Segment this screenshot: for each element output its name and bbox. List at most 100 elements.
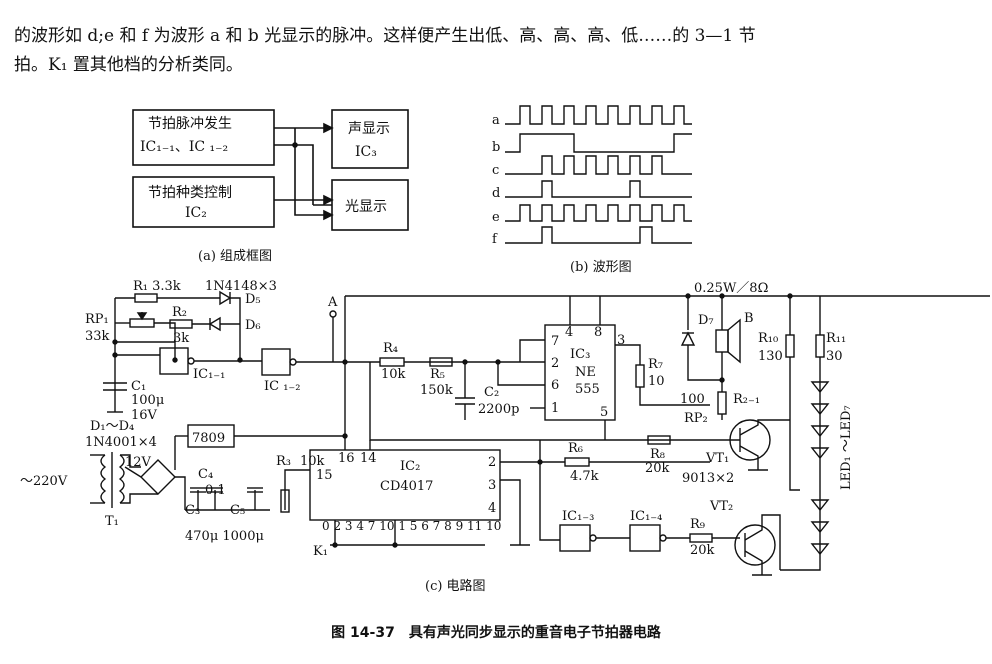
label-d1d4: D₁～D₄	[90, 419, 134, 434]
label-rp1-val: 33k	[85, 329, 110, 344]
label-r7-val: 10	[648, 374, 665, 389]
label-rp-val: 100	[680, 392, 705, 407]
r9-resistor	[689, 533, 713, 543]
r6-resistor	[564, 457, 590, 467]
block-sound-display	[331, 109, 409, 169]
label-ic2-p4: 4	[488, 501, 496, 516]
label-d7: D₇	[698, 313, 714, 328]
label-node-a: A	[327, 295, 338, 310]
ic1-4-gate	[629, 524, 661, 552]
label-ne: NE	[575, 365, 596, 380]
speaker-b	[715, 329, 729, 353]
label-v12: 12V	[125, 455, 152, 470]
label-r10-val: 130	[758, 349, 783, 364]
label-ic3: IC₃	[570, 347, 590, 362]
label-v220: ～220V	[20, 474, 68, 489]
label-p5: 5	[600, 405, 608, 420]
k1-switch[interactable]	[330, 520, 485, 548]
label-led: LED₁ ～LED₇	[839, 405, 854, 490]
label-t1: T₁	[105, 514, 119, 529]
block-type-control	[132, 176, 275, 228]
wave-label-e: e	[492, 210, 500, 225]
d6-diode	[208, 316, 221, 332]
label-vt1: VT₁	[705, 451, 729, 466]
ic1-3-gate	[559, 524, 591, 552]
ic2-cd4017	[309, 449, 501, 521]
label-c2-val: 2200p	[478, 402, 519, 417]
r2-resistor	[169, 319, 193, 329]
label-p8: 8	[594, 325, 602, 340]
label-p7: 7	[551, 334, 559, 349]
label-p2: 2	[551, 356, 559, 371]
d7-diode	[680, 331, 696, 346]
label-r5: R₅	[430, 367, 445, 382]
label-d5: D₅	[245, 292, 261, 307]
rp2-pot	[717, 391, 727, 415]
label-r7: R₇	[648, 357, 663, 372]
label-trans: 9013×2	[682, 471, 734, 486]
label-r10: R₁₀	[758, 331, 778, 346]
label-ic2-p2: 2	[488, 455, 496, 470]
r1-resistor	[134, 293, 158, 303]
label-r6-val: 4.7k	[570, 469, 599, 484]
label-r1: R₁ 3.3k	[133, 279, 181, 294]
label-p6: 6	[551, 378, 559, 393]
wave-d	[505, 180, 692, 198]
label-k1: K₁	[313, 544, 328, 559]
label-ic2-p15: 15	[316, 468, 333, 483]
label-c4: C₄	[198, 467, 213, 482]
label-ic2-p16: 16	[338, 451, 355, 466]
label-rp2: RP₂	[684, 411, 708, 426]
label-rp1: RP₁	[85, 312, 109, 327]
label-r9-val: 20k	[690, 543, 715, 558]
r7-resistor	[635, 364, 645, 388]
label-c4-val: 0.1	[205, 483, 226, 498]
label-c1-val1: 100μ	[131, 393, 164, 408]
label-c3: C₃	[185, 503, 200, 518]
label-d6: D₆	[245, 318, 261, 333]
wave-label-f: f	[492, 232, 498, 247]
transformer-t1	[100, 454, 107, 504]
box3-line2: IC₃	[355, 144, 377, 160]
label-r8: R₈	[650, 447, 665, 462]
box2-line2: IC₂	[185, 205, 207, 221]
wave-f	[505, 226, 692, 244]
label-r8-val: 20k	[645, 461, 670, 476]
label-vt2: VT₂	[709, 499, 733, 514]
wave-label-b: b	[492, 140, 500, 155]
wave-label-c: c	[492, 163, 499, 178]
wave-c	[505, 155, 692, 175]
block-caption: (a) 组成框图	[198, 249, 272, 264]
label-r3-val: 10k	[300, 454, 325, 469]
label-r2: R₂	[172, 305, 187, 320]
paragraph-line-1: 的波形如 d;e 和 f 为波形 a 和 b 光显示的脉冲。这样便产生出低、高、…	[14, 26, 756, 46]
wave-b	[505, 133, 692, 153]
label-r9: R₉	[690, 517, 705, 532]
label-c1: C₁	[131, 379, 146, 394]
label-k-pins: 0 2 3 4 7 10 1 5 6 7 8 9 11 10	[322, 519, 501, 533]
r5-resistor	[429, 357, 453, 367]
led-chain	[780, 381, 830, 571]
ic1-2-gate	[261, 348, 291, 376]
r11-resistor	[815, 334, 825, 358]
label-r2-val: 3k	[173, 331, 189, 346]
label-r11-val: 30	[826, 349, 843, 364]
box3-line1: 声显示	[348, 121, 390, 137]
label-p3: 3	[617, 333, 625, 348]
figure-caption: 图 14-37 具有声光同步显示的重音电子节拍器电路	[331, 625, 661, 641]
label-c5: C₅	[230, 503, 245, 518]
waveforms	[505, 105, 692, 244]
vt2-transistor	[734, 524, 776, 566]
label-ic2-p14: 14	[360, 451, 377, 466]
box1-line2: IC₁₋₁、IC ₁₋₂	[140, 139, 228, 155]
label-p1: 1	[551, 401, 559, 416]
block-pulse-generator	[132, 109, 275, 166]
label-ic2-p3: 3	[488, 478, 496, 493]
label-r5-val: 150k	[420, 383, 453, 398]
label-ic1-1: IC₁₋₁	[193, 367, 225, 382]
circuit-caption: (c) 电路图	[425, 578, 486, 594]
paragraph-line-2: 拍。K₁ 置其他档的分析类同。	[14, 55, 243, 75]
box2-line1: 节拍种类控制	[148, 185, 232, 201]
wave-a	[505, 105, 692, 125]
